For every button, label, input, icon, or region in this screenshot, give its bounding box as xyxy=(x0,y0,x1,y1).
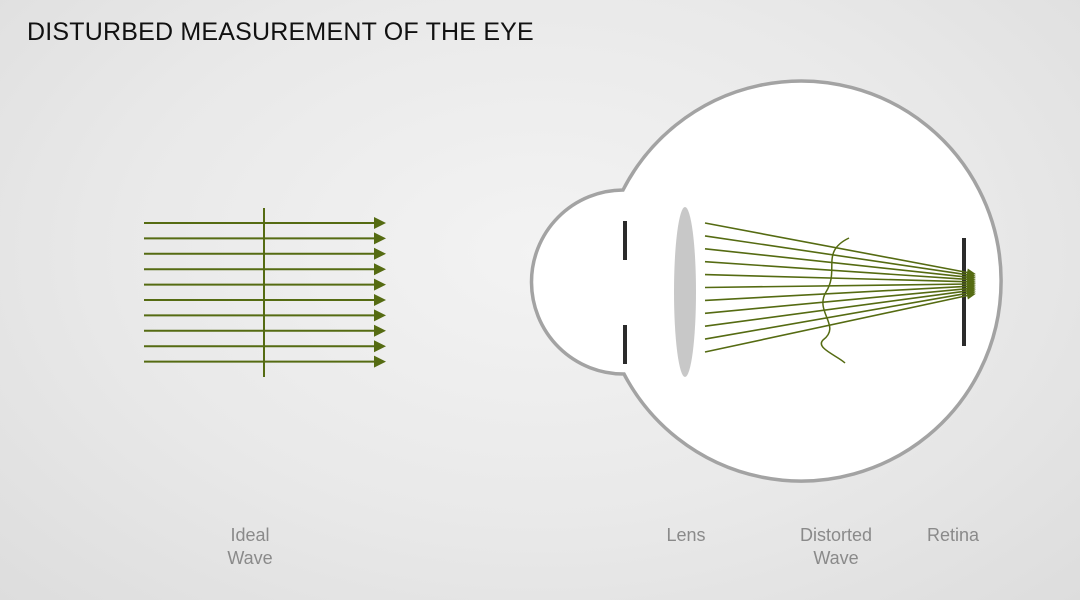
eye-ray-arrowhead xyxy=(966,291,976,300)
label-distorted-wave-line1: Distorted xyxy=(799,525,873,545)
eye-ray xyxy=(704,222,971,274)
eye-ray xyxy=(704,287,971,315)
ideal-ray-arrowhead xyxy=(374,217,386,229)
label-lens-line1: Lens xyxy=(666,525,706,545)
label-retina: Retina xyxy=(883,524,1023,547)
label-lens: Lens xyxy=(616,524,756,547)
label-ideal-wave-line2: Wave xyxy=(227,548,273,568)
page-title: DISTURBED MEASUREMENT OF THE EYE xyxy=(27,18,534,46)
distorted-wavefront xyxy=(820,237,850,364)
ideal-ray-arrowhead xyxy=(374,309,386,322)
ideal-ray-arrowhead xyxy=(374,324,386,337)
ideal-ray-arrowhead xyxy=(374,340,386,353)
lens xyxy=(674,207,696,377)
ideal-ray-arrowhead xyxy=(374,278,386,291)
label-ideal-wave: Ideal Wave xyxy=(180,524,320,570)
eye-ray xyxy=(704,294,971,353)
ideal-ray-arrowhead xyxy=(374,355,386,368)
eye-ray xyxy=(704,283,971,289)
eye-ray xyxy=(704,292,971,340)
eye-ray xyxy=(704,260,971,281)
eye-outline xyxy=(529,79,1003,483)
label-ideal-wave-line1: Ideal xyxy=(230,525,270,545)
label-retina-line1: Retina xyxy=(926,525,980,545)
ideal-wave-rays xyxy=(144,217,386,368)
eye xyxy=(529,79,1003,483)
eye-ray xyxy=(704,289,971,327)
ideal-ray-arrowhead xyxy=(374,294,386,306)
label-distorted-wave-line2: Wave xyxy=(813,548,859,568)
eye-ray xyxy=(704,285,971,302)
ideal-ray-arrowhead xyxy=(374,247,386,260)
eye-ray xyxy=(704,235,971,276)
eye-ray xyxy=(704,273,971,283)
ideal-ray-arrowhead xyxy=(374,232,386,245)
label-distorted-wave: Distorted Wave xyxy=(766,524,906,570)
eye-ray xyxy=(704,248,971,279)
eye-rays xyxy=(704,222,976,353)
ideal-ray-arrowhead xyxy=(374,263,386,276)
